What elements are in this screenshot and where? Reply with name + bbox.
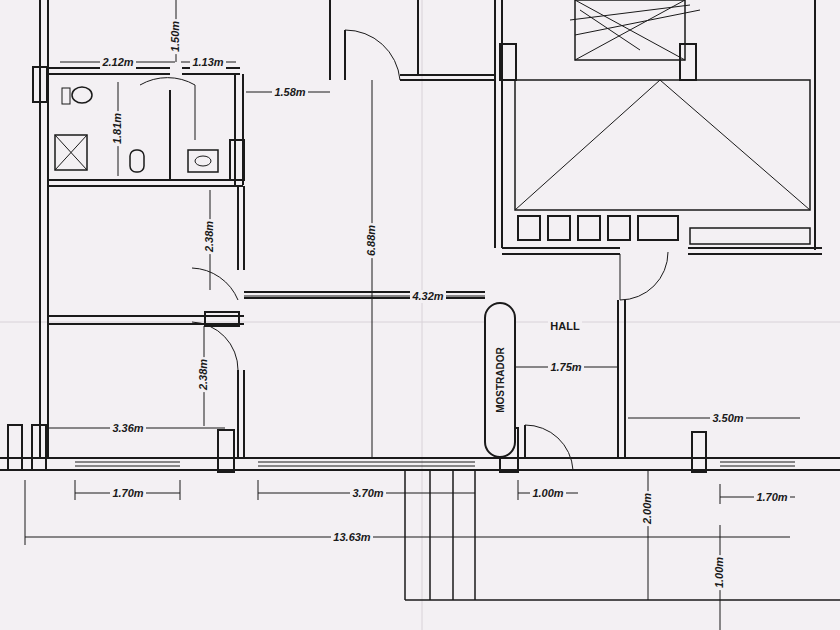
counter-box: MOSTRADOR	[484, 302, 516, 458]
dimension-label: 1.00m	[713, 554, 726, 589]
dimension-label: 1.75m	[548, 361, 583, 374]
dimension-label: 2.38m	[197, 356, 210, 391]
dimension-label: 3.50m	[710, 412, 745, 425]
counter-label: MOSTRADOR	[495, 347, 506, 413]
dimension-label: 2.12m	[100, 56, 135, 69]
room-label: HALL	[548, 320, 581, 333]
dimension-label: 6.88m	[365, 222, 378, 257]
dimension-label: 1.13m	[190, 56, 225, 69]
dimension-label: 1.00m	[530, 487, 565, 500]
dimension-label: 4.32m	[410, 290, 445, 303]
dimension-label: 1.58m	[272, 86, 307, 99]
dimension-label: 3.36m	[110, 422, 145, 435]
dimension-label: 3.70m	[350, 487, 385, 500]
dimension-label: 2.00m	[641, 490, 654, 525]
dimension-label: 1.81m	[111, 110, 124, 145]
dimension-label: 13.63m	[331, 531, 372, 544]
dimension-label: 1.70m	[110, 487, 145, 500]
dimension-label: 1.70m	[754, 491, 789, 504]
dimension-label: 1.50m	[169, 18, 182, 53]
dimension-label: 2.38m	[203, 218, 216, 253]
